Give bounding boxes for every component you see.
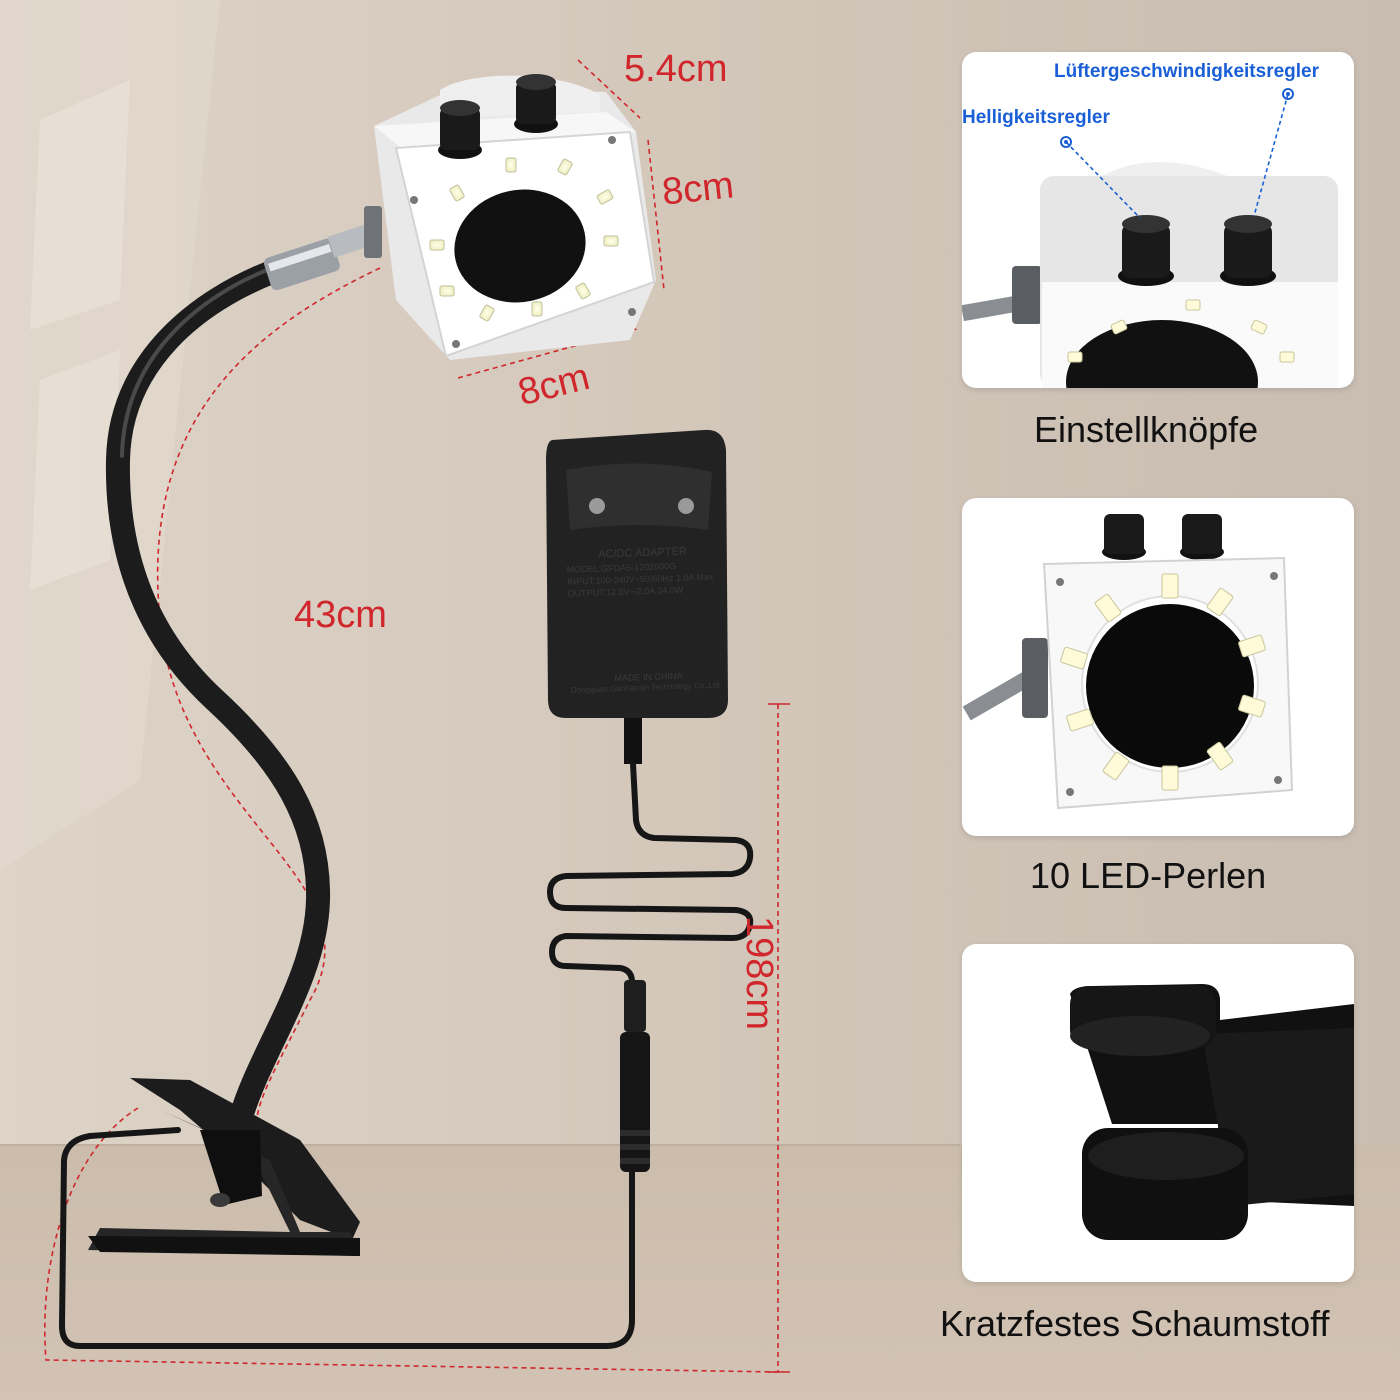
fan-knob (514, 74, 558, 133)
callout-fan-speed: Lüftergeschwindigkeitsregler (1054, 61, 1320, 82)
fan-opening (454, 189, 586, 303)
lamp-head (374, 74, 656, 360)
dc-plug (620, 980, 650, 1172)
caption-led-beads: 10 LED-Perlen (1030, 855, 1267, 896)
panel-leds-arm (962, 638, 1048, 721)
panel-fan-opening (1086, 604, 1254, 768)
dim-cable-label: 198cm (738, 916, 780, 1031)
window-light (30, 350, 120, 590)
power-adapter (546, 429, 728, 764)
panel-adjust-knobs: Lüftergeschwindigkeitsregler Helligkeits… (962, 52, 1354, 388)
brightness-knob (438, 100, 482, 159)
adapter-cable (59, 761, 754, 1349)
caption-adjust-knobs: Einstellknöpfe (1034, 409, 1259, 450)
gooseneck-highlight (120, 266, 274, 458)
dim-gooseneck-label: 43cm (294, 594, 387, 636)
panel-brightness-knob (1118, 215, 1174, 286)
window-light (30, 80, 130, 330)
panel-foam-pad (962, 944, 1354, 1282)
metal-connector (263, 206, 382, 291)
callout-brightness: Helligkeitsregler (962, 107, 1110, 128)
screws (410, 136, 636, 348)
callout-lines (1065, 93, 1289, 219)
led-ring (429, 157, 619, 322)
caption-foam-pad: Kratzfestes Schaumstoff (940, 1303, 1330, 1344)
panel-led-ring (1060, 573, 1266, 791)
panel-knobs-arm (962, 266, 1042, 324)
panel-fan-knob (1220, 215, 1276, 286)
panel-led-beads (962, 498, 1354, 836)
dim-depth-label: 5.4cm (624, 48, 728, 90)
dim-height-label: 8cm (660, 164, 736, 214)
desk-clamp (88, 1078, 360, 1256)
